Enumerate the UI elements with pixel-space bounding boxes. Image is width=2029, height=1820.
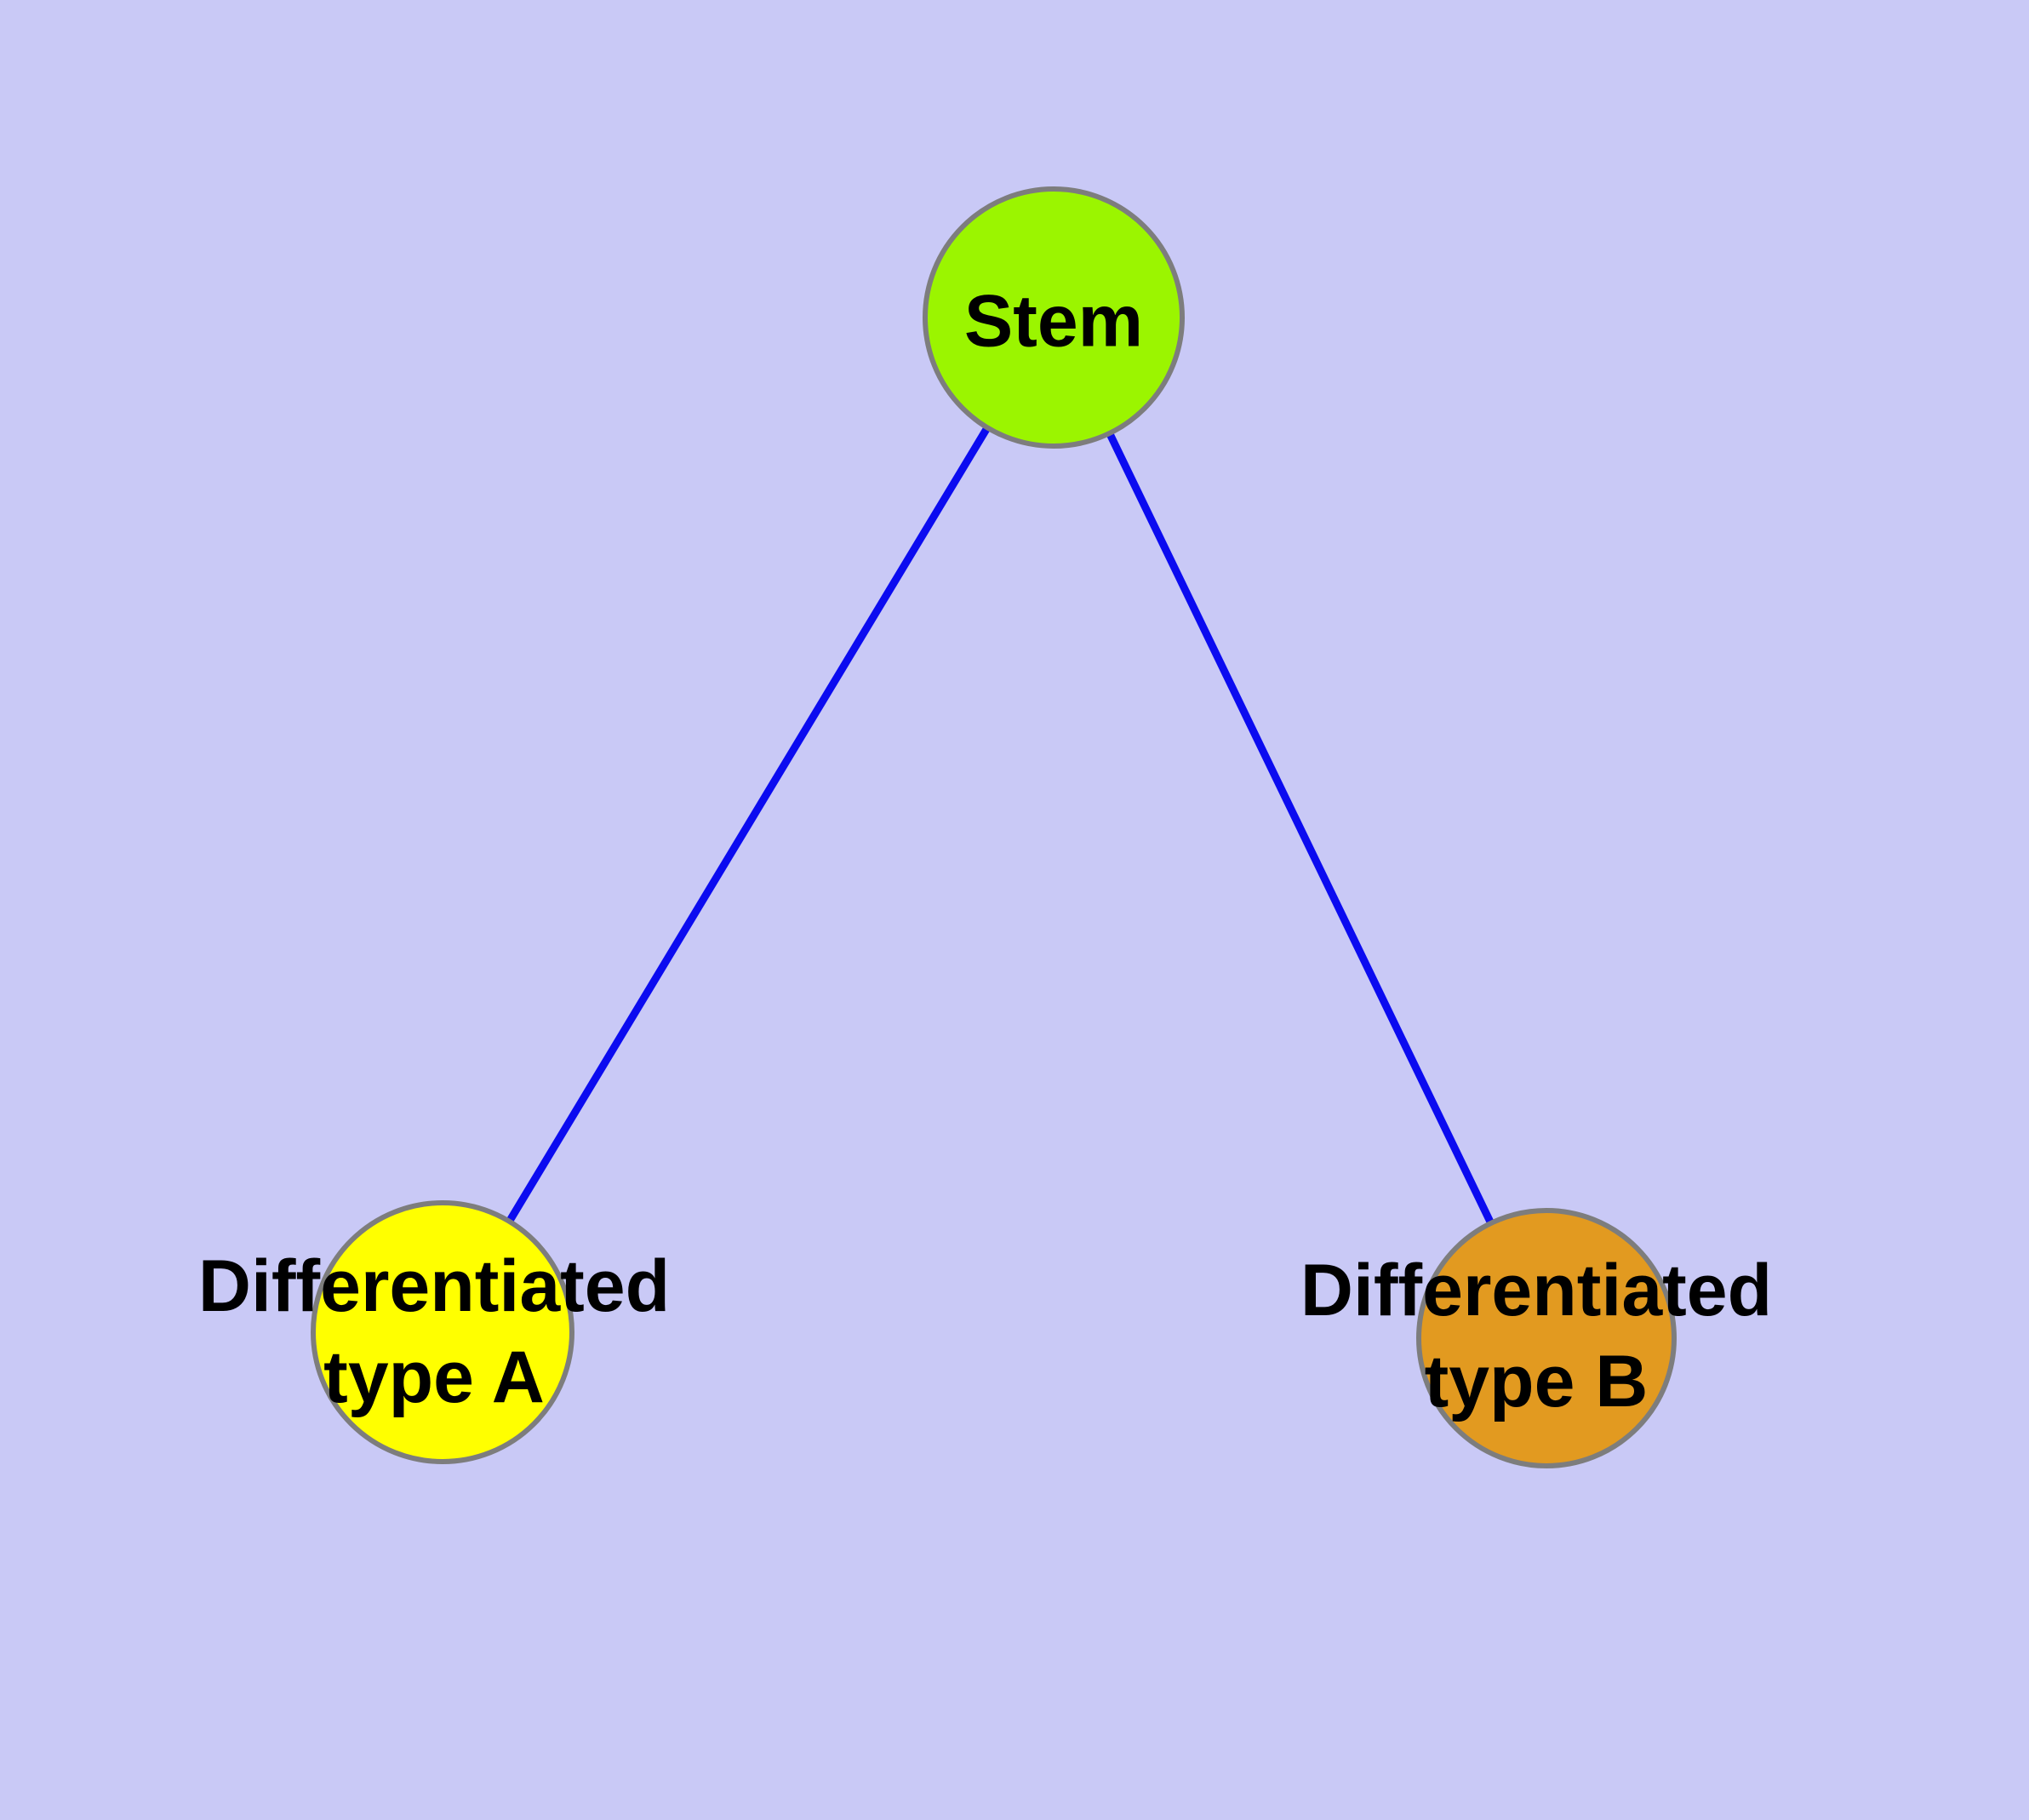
node-type-b-circle <box>1416 1208 1677 1468</box>
edge-stem-to-type-b <box>1049 316 1551 1340</box>
node-type-a-circle <box>311 1200 574 1464</box>
edge-stem-to-type-a <box>439 315 1057 1335</box>
node-stem-circle <box>923 186 1185 449</box>
